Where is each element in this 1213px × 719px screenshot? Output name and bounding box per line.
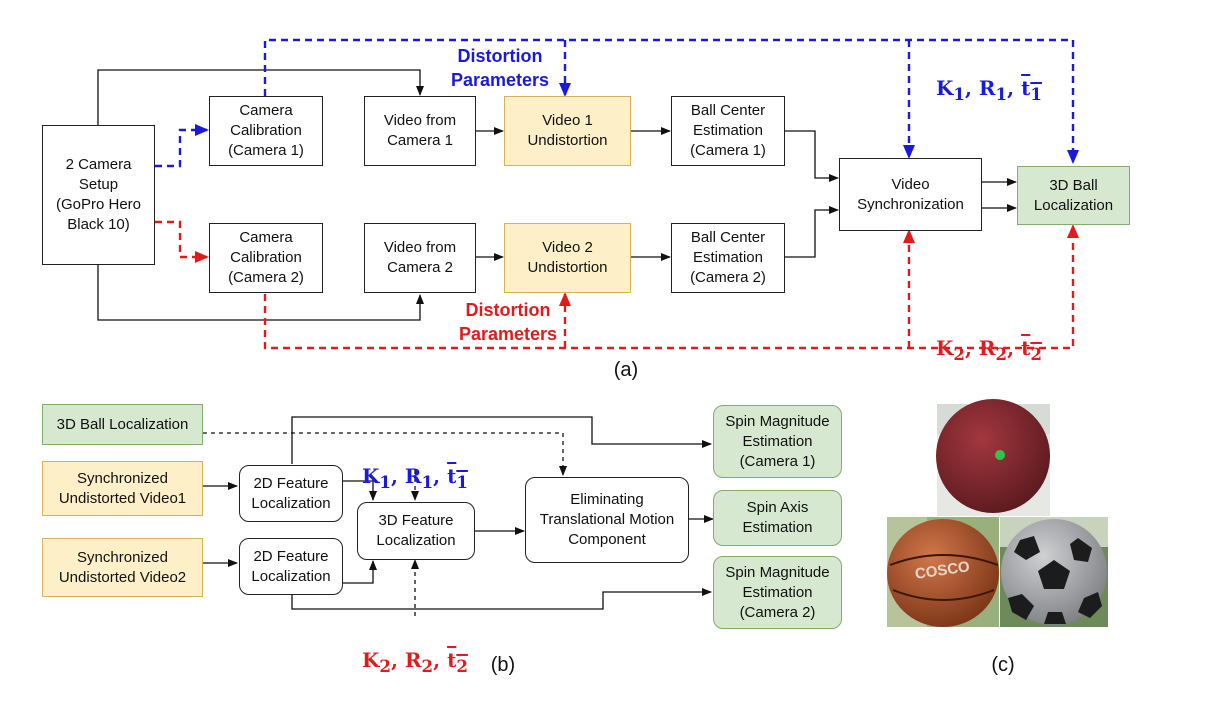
spin-axis-estimation-box: Spin Axis Estimation [713,490,842,546]
ball-image-soccer [1000,517,1108,627]
eliminating-translational-motion-box: Eliminating Translational Motion Compone… [525,477,689,563]
synchronized-video-1-box: Synchronized Undistorted Video1 [42,461,203,516]
caption-c: (c) [991,654,1015,676]
panel-b-camera-1-params-label: K1, R1, t1 [362,464,468,492]
marker-dot-icon [995,450,1005,460]
camera-calibration-1-box: Camera Calibration (Camera 1) [209,96,323,166]
spin-magnitude-estimation-2-box: Spin Magnitude Estimation (Camera 2) [713,556,842,629]
panel-a-red-dashed [155,220,1079,350]
caption-a: (a) [613,359,639,381]
camera-calibration-2-box: Camera Calibration (Camera 2) [209,223,323,293]
camera-setup-box: 2 Camera Setup (GoPro Hero Black 10) [42,125,155,265]
2d-feature-localization-2-box: 2D Feature Localization [239,538,343,595]
ball-center-estimation-2-box: Ball Center Estimation (Camera 2) [671,223,785,293]
synchronized-video-2-box: Synchronized Undistorted Video2 [42,538,203,597]
distortion-parameters-bottom-label: Distortion Parameters [458,300,558,344]
video-from-camera-2-box: Video from Camera 2 [364,223,476,293]
3d-ball-localization-box: 3D Ball Localization [1017,166,1130,225]
panel-a-blue-dashed [155,38,1079,168]
video-from-camera-1-box: Video from Camera 1 [364,96,476,166]
panel-b-camera-2-params-label: K2, R2, t2 [362,648,468,676]
panel-a-connectors [97,69,1017,321]
ball-image-red [936,399,1050,516]
video-2-undistortion-box: Video 2 Undistortion [504,223,631,293]
panel-b-dashed [203,432,567,616]
3d-feature-localization-box: 3D Feature Localization [357,502,475,560]
video-synchronization-box: Video Synchronization [839,158,982,231]
ball-image-basketball: COSCO [887,517,999,627]
camera-1-params-label: K1, R1, t1 [936,76,1042,104]
distortion-parameters-top-label: Distortion Parameters [450,46,550,90]
3d-ball-localization-input-box: 3D Ball Localization [42,404,203,445]
ball-center-estimation-1-box: Ball Center Estimation (Camera 1) [671,96,785,166]
camera-2-params-label: K2, R2, t2 [936,336,1042,364]
2d-feature-localization-1-box: 2D Feature Localization [239,465,343,522]
video-1-undistortion-box: Video 1 Undistortion [504,96,631,166]
caption-b: (b) [490,654,516,676]
spin-magnitude-estimation-1-box: Spin Magnitude Estimation (Camera 1) [713,405,842,478]
